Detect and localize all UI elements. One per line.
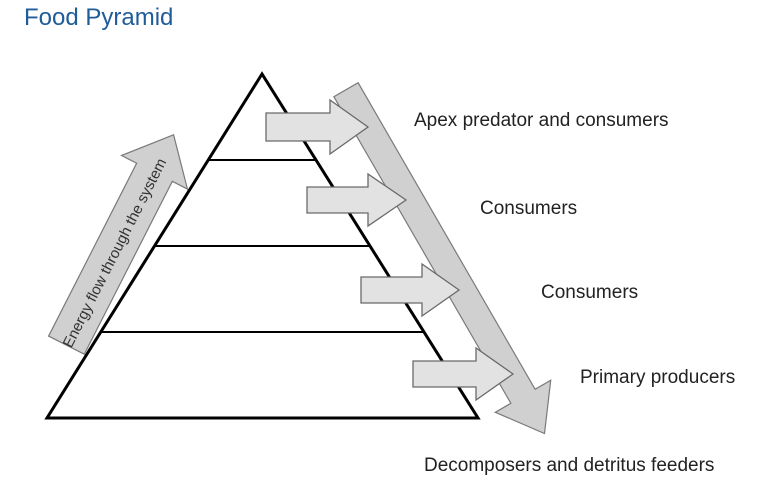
level-label-consumers-2: Consumers [541, 282, 639, 303]
level-label-apex: Apex predator and consumers [414, 110, 669, 131]
level-label-consumers-1: Consumers [480, 198, 578, 219]
level-label-producers: Primary producers [580, 367, 736, 388]
level-arrow-consumers-2 [360, 262, 461, 318]
page-title: Food Pyramid [24, 4, 174, 31]
level-arrow-consumers-1 [306, 172, 408, 228]
level-arrow-producers [412, 346, 515, 402]
energy-flow-arrow-shape [47, 134, 189, 356]
decomposers-label: Decomposers and detritus feeders [424, 455, 715, 476]
level-arrow-apex [265, 98, 370, 156]
decomposer-flow-arrow [333, 81, 552, 435]
decomposer-flow-arrow-shape [333, 81, 552, 435]
